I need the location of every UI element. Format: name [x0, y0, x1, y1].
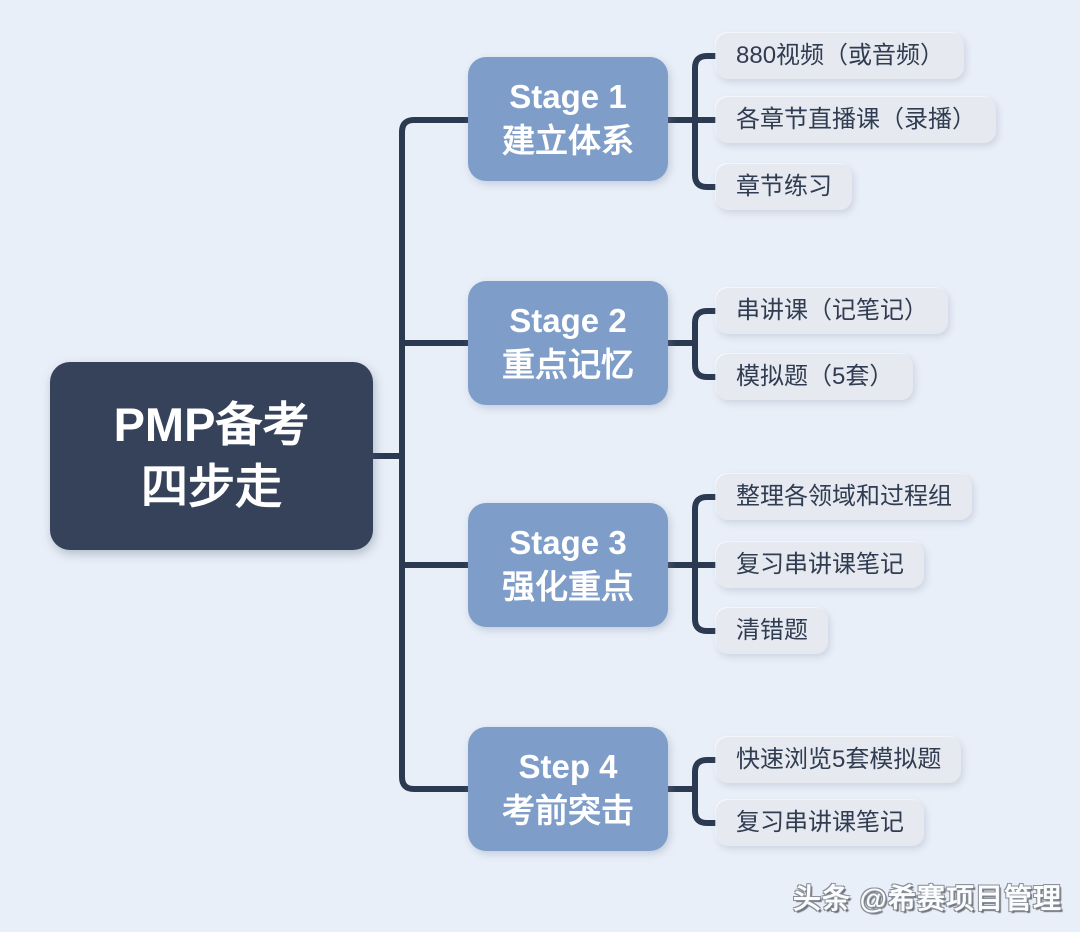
- leaf-stage1-item2[interactable]: 各章节直播课（录播）: [716, 97, 996, 143]
- stage-3-subtitle: 强化重点: [502, 568, 634, 605]
- stage-node-2[interactable]: Stage 2 重点记忆: [468, 281, 668, 405]
- leaf-stage1-item3[interactable]: 章节练习: [716, 164, 852, 210]
- stage-4-title: Step 4: [518, 748, 618, 785]
- leaf-stage3-item1[interactable]: 整理各领域和过程组: [716, 474, 972, 520]
- stage-node-3[interactable]: Stage 3 强化重点: [468, 503, 668, 627]
- leaf-stage3-item3[interactable]: 清错题: [716, 608, 828, 654]
- leaf-stage1-item1[interactable]: 880视频（或音频）: [716, 33, 965, 79]
- connector-stage4-fan: [692, 757, 719, 826]
- root-node[interactable]: PMP备考 四步走: [50, 362, 373, 550]
- connector-trunk: [399, 117, 471, 792]
- stage-node-1[interactable]: Stage 1 建立体系: [468, 57, 668, 181]
- leaf-stage4-item2[interactable]: 复习串讲课笔记: [716, 800, 924, 846]
- connector-stage3-fan: [692, 494, 719, 634]
- stage-2-title: Stage 2: [509, 302, 627, 339]
- leaf-stage2-item1[interactable]: 串讲课（记笔记）: [716, 288, 948, 334]
- leaf-stage2-item2[interactable]: 模拟题（5套）: [716, 354, 914, 400]
- connector-stage1-fan: [692, 53, 719, 190]
- stage-1-title: Stage 1: [509, 78, 627, 115]
- stage-1-subtitle: 建立体系: [502, 122, 634, 159]
- stage-2-subtitle: 重点记忆: [502, 346, 634, 383]
- leaf-stage4-item1[interactable]: 快速浏览5套模拟题: [716, 737, 962, 783]
- leaf-stage3-item2[interactable]: 复习串讲课笔记: [716, 542, 924, 588]
- stage-4-subtitle: 考前突击: [502, 792, 634, 829]
- stage-3-title: Stage 3: [509, 524, 627, 561]
- watermark-text: 头条 @希赛项目管理: [792, 883, 1062, 914]
- connector-stage2-fan: [692, 308, 719, 380]
- root-title-line2: 四步走: [141, 460, 282, 513]
- root-title-line1: PMP备考: [113, 398, 310, 451]
- stage-node-4[interactable]: Step 4 考前突击: [468, 727, 668, 851]
